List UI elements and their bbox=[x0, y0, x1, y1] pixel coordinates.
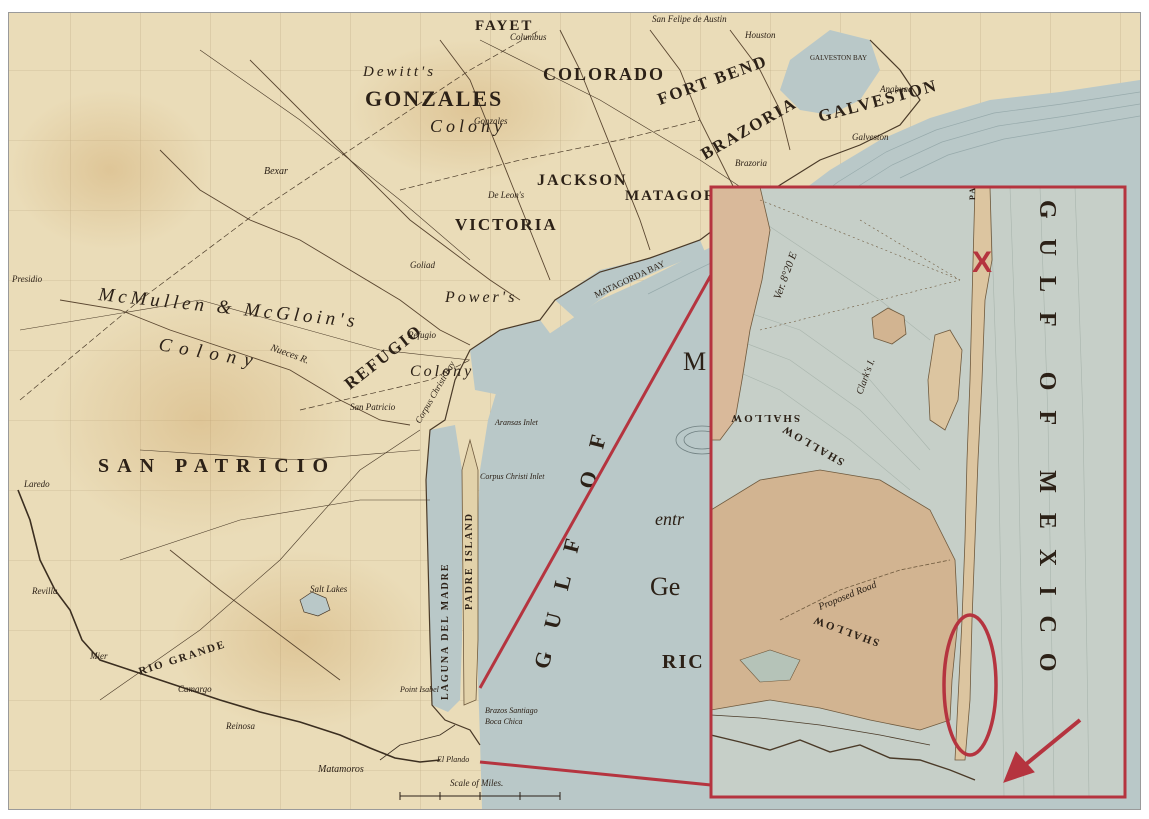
town-de-leons: De Leon's bbox=[487, 190, 525, 200]
town-brazoria: Brazoria bbox=[735, 158, 768, 168]
label-scale-of-miles: Scale of Miles. bbox=[450, 778, 503, 788]
town-camargo: Camargo bbox=[178, 684, 212, 694]
town-galveston: Galveston bbox=[852, 132, 889, 142]
town-gonzales: Gonzales bbox=[474, 116, 508, 126]
county-colorado: COLORADO bbox=[543, 64, 665, 84]
location-marker-x: X bbox=[972, 246, 992, 279]
label-corpus-christi-inlet: Corpus Christi Inlet bbox=[480, 472, 545, 481]
town-san-felipe: San Felipe de Austin bbox=[652, 14, 727, 24]
label-boca-chica: Boca Chica bbox=[485, 717, 523, 726]
town-goliad: Goliad bbox=[410, 260, 436, 270]
galveston-bay bbox=[780, 30, 880, 115]
rio-grande bbox=[17, 489, 441, 763]
colony-dewitts: Dewitt's bbox=[362, 64, 436, 80]
town-columbus: Columbus bbox=[510, 32, 547, 42]
salt-lakes bbox=[299, 591, 331, 617]
town-presidio: Presidio bbox=[11, 274, 43, 284]
inset-label-gulf-of-mexico: GULF OF MEXICO bbox=[1034, 200, 1060, 692]
inset-label-shallow-1: SHALLOW bbox=[729, 412, 800, 424]
town-laredo: Laredo bbox=[23, 479, 50, 489]
colony-powers-colony: Colony bbox=[410, 363, 474, 380]
inset-frame bbox=[709, 185, 1127, 799]
scale-bar bbox=[399, 792, 561, 800]
town-houston: Houston bbox=[744, 30, 776, 40]
town-refugio: Refugio bbox=[407, 330, 436, 340]
label-laguna-del-madre: LAGUNA DEL MADRE bbox=[440, 562, 451, 700]
town-matamoros: Matamoros bbox=[317, 764, 364, 775]
inset-label-padre: PADR bbox=[968, 170, 977, 200]
title-fragment-ge: Ge bbox=[650, 572, 680, 601]
colony-powers: Power's bbox=[444, 289, 517, 306]
label-padre-island: PADRE ISLAND bbox=[464, 512, 475, 610]
highlight-ellipse bbox=[942, 613, 998, 757]
inset-clarks-island bbox=[871, 307, 907, 345]
town-bexar: Bexar bbox=[264, 166, 288, 177]
laguna-del-madre bbox=[426, 425, 462, 712]
aransas-bay bbox=[470, 320, 555, 395]
padre-island bbox=[461, 438, 479, 706]
title-fragment-entr: entr bbox=[655, 509, 685, 529]
county-fayette: FAYET bbox=[475, 18, 533, 34]
town-san-patricio: San Patricio bbox=[350, 402, 396, 412]
town-mier: Mier bbox=[89, 651, 108, 661]
county-gonzales: GONZALES bbox=[365, 86, 503, 111]
label-el-plando: El Plando bbox=[436, 755, 469, 764]
county-san-patricio: SAN PATRICIO bbox=[98, 455, 336, 477]
title-fragment-m: M bbox=[683, 347, 706, 376]
callout-lines bbox=[478, 274, 713, 787]
town-anahuac: Anahuac bbox=[879, 84, 912, 94]
county-jackson: JACKSON bbox=[537, 172, 627, 189]
inset-long-island bbox=[927, 329, 963, 431]
colony-dewitts-colony: Colony bbox=[430, 116, 506, 136]
label-salt-lakes: Salt Lakes bbox=[310, 584, 348, 594]
inset-mainland-north bbox=[711, 187, 771, 441]
county-victoria: VICTORIA bbox=[455, 215, 558, 234]
label-brazos-santiago: Brazos Santiago bbox=[485, 706, 538, 715]
title-fragment-ric: RIC bbox=[662, 651, 705, 673]
label-galveston-bay: GALVESTON BAY bbox=[810, 54, 867, 62]
matagorda-bay bbox=[555, 240, 705, 318]
pointer-arrow bbox=[1003, 718, 1082, 783]
town-reinosa: Reinosa bbox=[225, 721, 255, 731]
town-revilla: Revilla bbox=[31, 586, 58, 596]
label-aransas-inlet: Aransas Inlet bbox=[494, 418, 539, 427]
label-point-isabel: Point Isabel bbox=[399, 685, 440, 694]
inset-map: GULF OF MEXICO SHALLOW SHALLOW SHALLOW P… bbox=[709, 170, 1127, 799]
